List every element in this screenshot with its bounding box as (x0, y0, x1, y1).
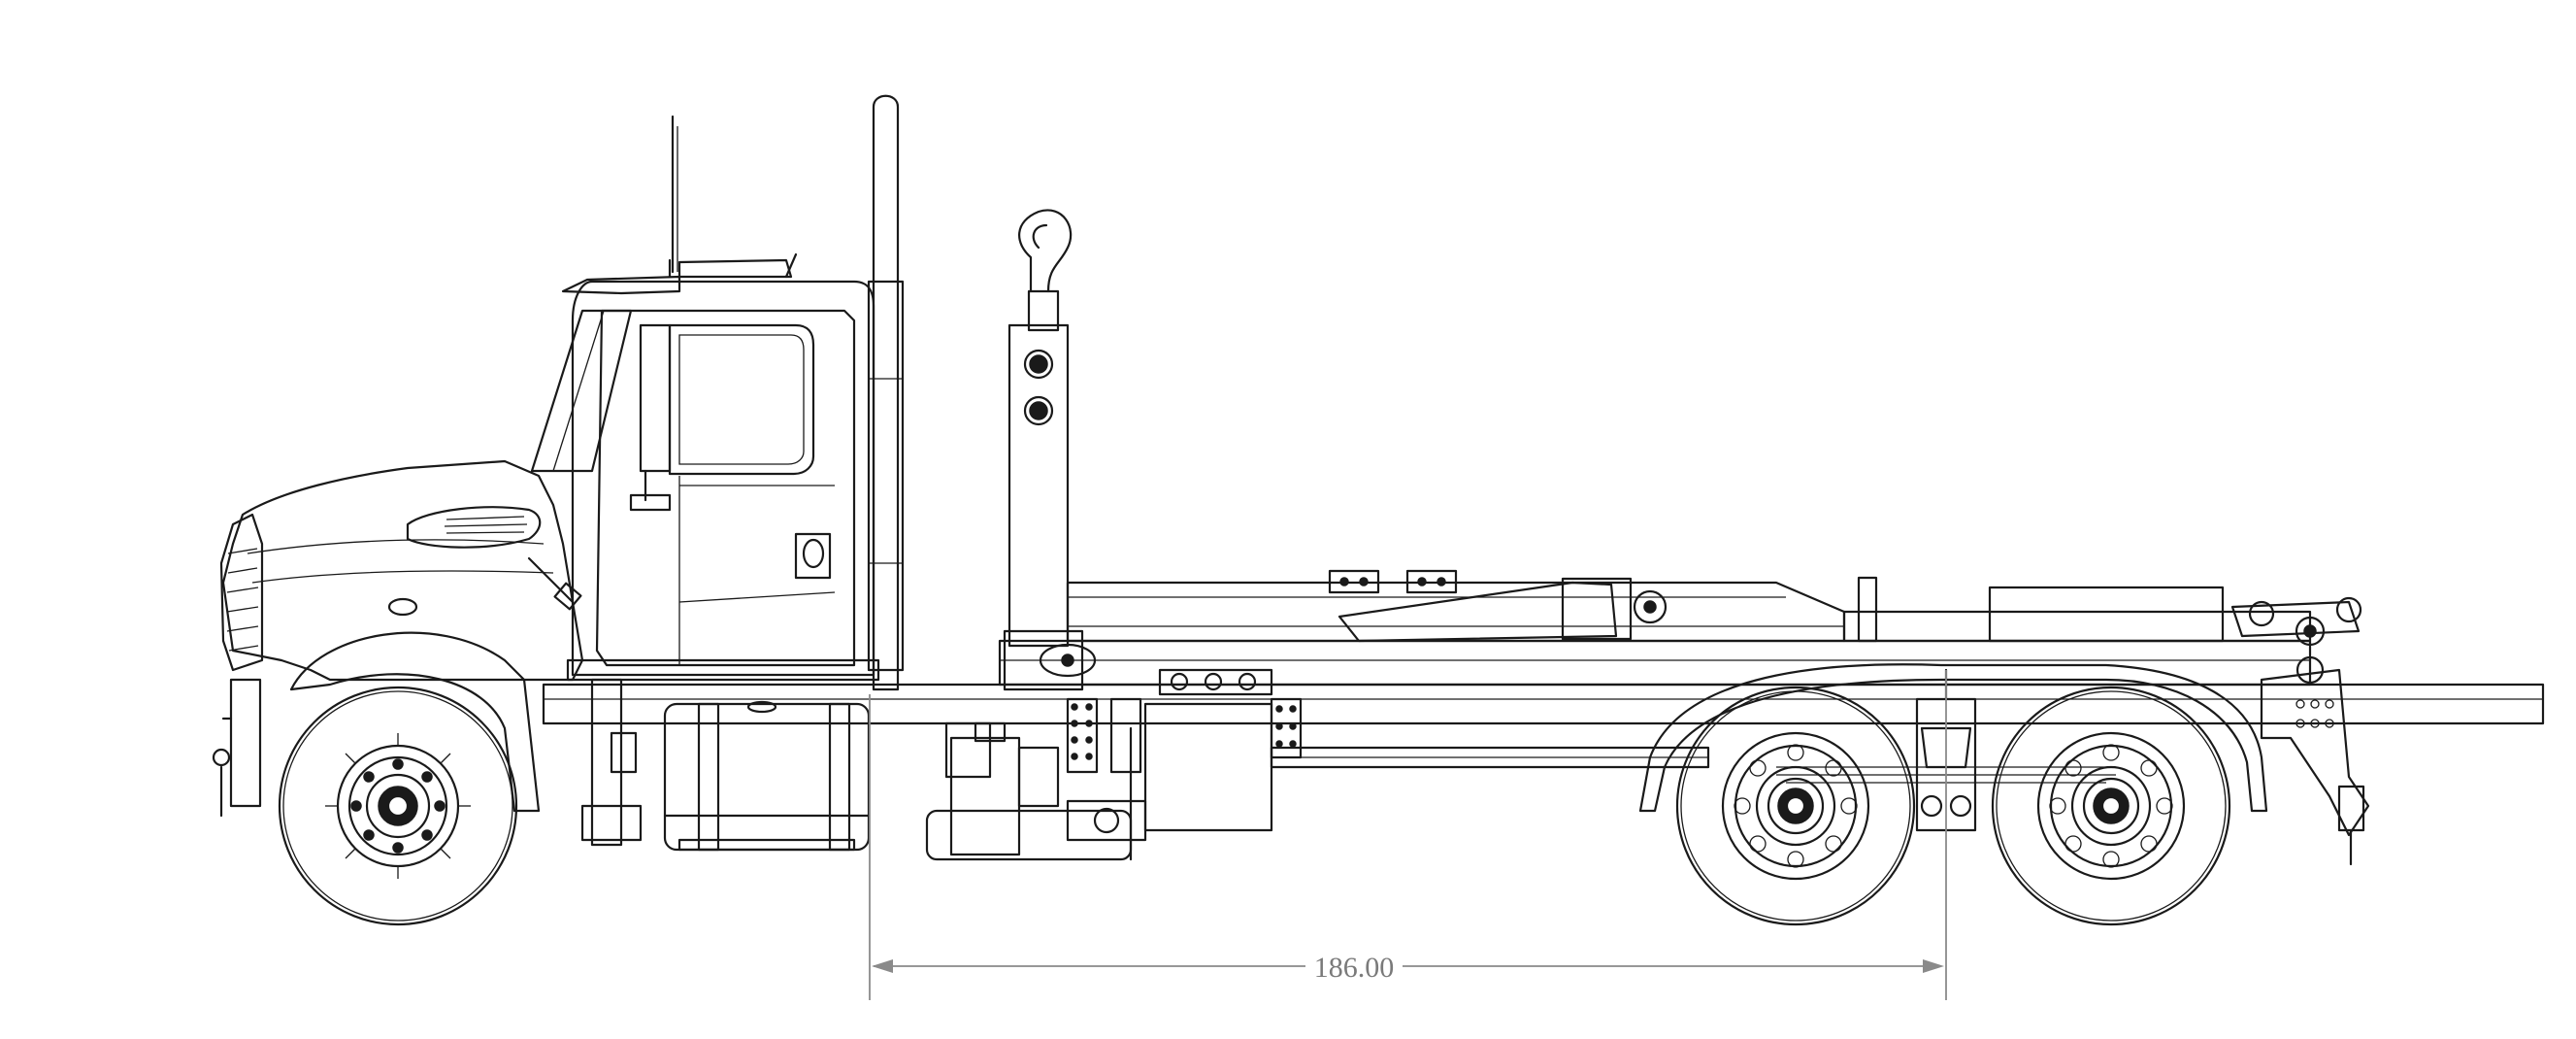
front-wheel-spokes (325, 733, 471, 879)
dimension-arrow-left (872, 959, 893, 973)
wheelbase-dimension: 186.00 (869, 670, 1947, 1000)
exhaust-stack (867, 94, 905, 691)
front-wheel (278, 686, 518, 926)
hooklift-body (1003, 209, 2370, 866)
dimension-arrow-right (1923, 959, 1944, 973)
truck-cab (530, 115, 880, 847)
truck-hood (212, 459, 584, 818)
rear-wheel-2 (1991, 686, 2231, 926)
grille-bars (226, 548, 259, 652)
equipment-boxes (925, 668, 1303, 861)
rear-wheel-1 (1675, 686, 1916, 926)
fuel-tank (663, 700, 871, 852)
dimension-label: 186.00 (1314, 952, 1395, 984)
